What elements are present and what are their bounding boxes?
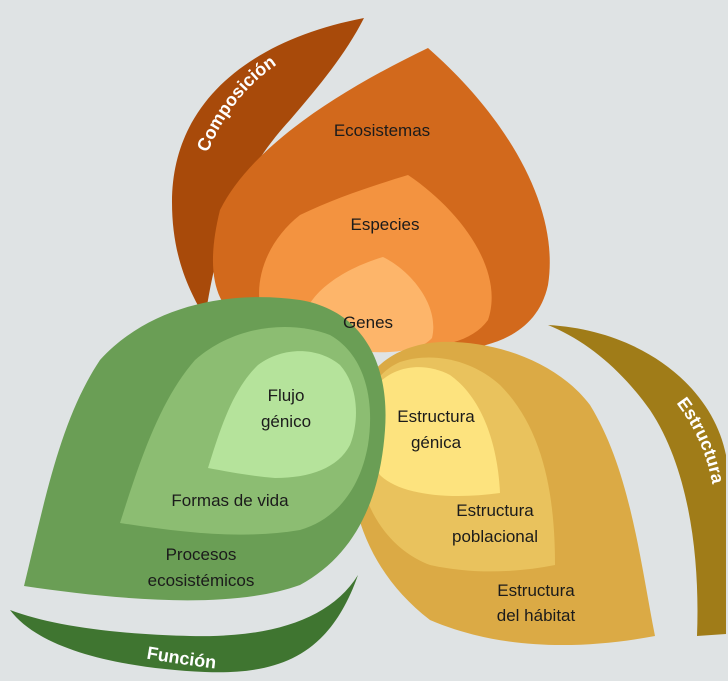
label-estructura-habitat-1: Estructura [497, 581, 575, 600]
function-arc-band [10, 575, 358, 673]
label-estructura-poblacional-1: Estructura [456, 501, 534, 520]
label-genico: génico [261, 412, 311, 431]
label-estructura-habitat-2: del hábitat [497, 606, 576, 625]
structure-arc-band [548, 325, 726, 636]
label-estructura-poblacional-2: poblacional [452, 527, 538, 546]
function-inner-petal [208, 351, 356, 478]
label-procesos: Procesos [166, 545, 237, 564]
label-ecosistemas: Ecosistemas [334, 121, 430, 140]
label-estructura-genica-1: Estructura [397, 407, 475, 426]
label-estructura-genica-2: génica [411, 433, 462, 452]
label-ecosistemicos: ecosistémicos [148, 571, 255, 590]
label-genes: Genes [343, 313, 393, 332]
label-especies: Especies [351, 215, 420, 234]
label-formas-de-vida: Formas de vida [171, 491, 289, 510]
structure-inner-petal [365, 367, 500, 496]
label-flujo: Flujo [268, 386, 305, 405]
